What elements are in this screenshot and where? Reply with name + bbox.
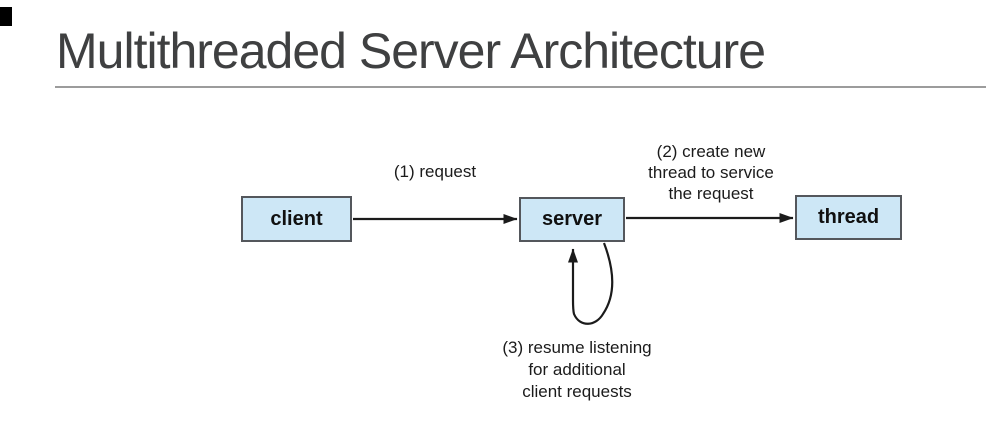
server-node: server: [519, 197, 625, 242]
title-underline: [55, 86, 986, 88]
client-node: client: [241, 196, 352, 242]
server-node-label: server: [541, 208, 603, 230]
client-node-label: client: [270, 207, 323, 230]
edge-label-request: (1) request: [393, 162, 477, 181]
slide-title: Multithreaded Server Architecture: [56, 23, 766, 79]
edge-label-create-thread: (2) create new thread to service the req…: [648, 142, 774, 203]
edge-label-resume-listening: (3) resume listening for additional clie…: [502, 338, 652, 401]
thread-node: thread: [795, 195, 902, 240]
corner-decoration-square: [0, 7, 12, 26]
loop-arrow-server-icon: [568, 242, 614, 325]
thread-node-label: thread: [817, 206, 880, 228]
